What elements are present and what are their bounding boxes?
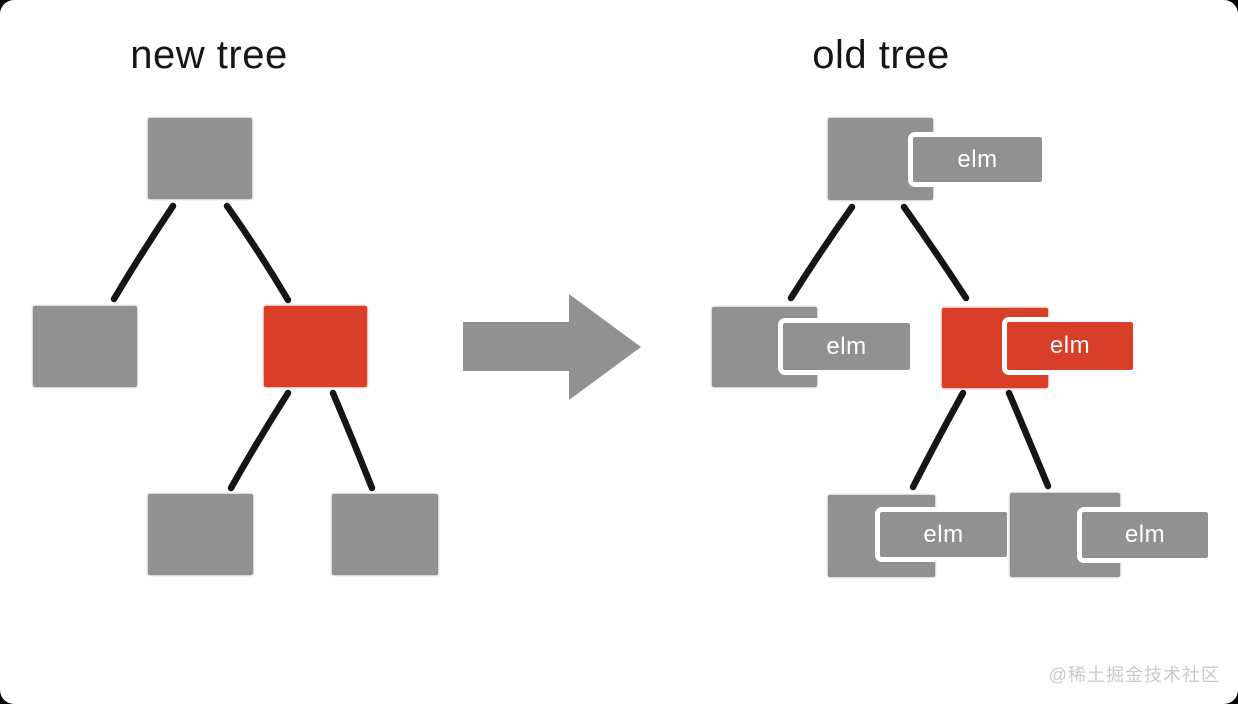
elm-tag-right-left-grandchild: elm: [875, 507, 1012, 562]
elm-tag-right-child-changed: elm: [1002, 317, 1138, 375]
new-tree-node-left-child: [33, 306, 137, 387]
elm-tag-label: elm: [826, 332, 867, 360]
old-tree-edge-root-right: [900, 203, 970, 302]
elm-tag-left-child: elm: [778, 318, 915, 375]
elm-tag-label: elm: [923, 520, 964, 548]
elm-tag-right-right-grandchild: elm: [1077, 507, 1213, 563]
old-tree-edge-right-rightchild: [1005, 389, 1052, 490]
new-tree-edge-root-right: [223, 202, 292, 304]
old-tree-edge-right-leftchild: [909, 389, 967, 491]
elm-tag-root: elm: [908, 132, 1047, 187]
new-tree-edge-right-leftchild: [227, 389, 292, 492]
new-tree-node-right-right-grandchild: [332, 494, 438, 575]
new-tree-node-root: [148, 118, 252, 199]
elm-tag-label: elm: [957, 145, 998, 173]
elm-tag-label: elm: [1049, 332, 1091, 359]
old-tree-title: old tree: [812, 33, 950, 77]
new-tree-node-right-child-changed: [264, 306, 367, 387]
old-tree-edge-root-left: [787, 203, 856, 302]
new-tree-node-right-left-grandchild: [148, 494, 253, 575]
new-tree-title: new tree: [130, 33, 288, 77]
elm-tag-label: elm: [1124, 521, 1166, 548]
new-tree-edge-right-rightchild: [329, 389, 376, 492]
new-tree-edge-root-left: [110, 202, 177, 303]
juejin-watermark: @稀土掘金技术社区: [1048, 665, 1220, 685]
transform-arrow-icon: [463, 294, 641, 400]
